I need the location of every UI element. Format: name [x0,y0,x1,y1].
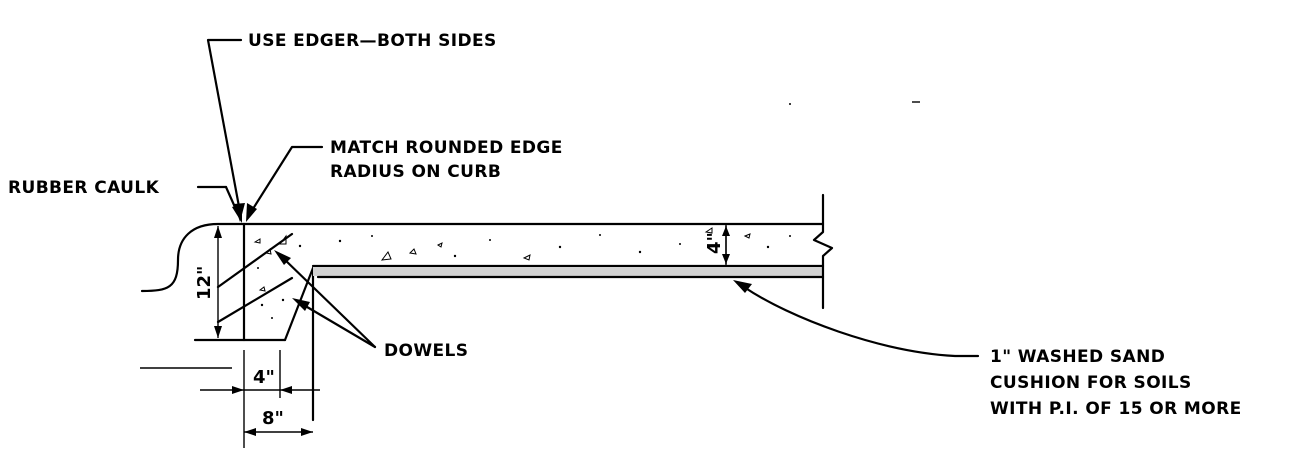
leader-rubber-caulk [196,185,242,223]
dowel-lower [216,276,294,324]
break-line [812,193,834,310]
label-match-edge-line1: MATCH ROUNDED EDGE [330,138,563,158]
stray-dot [789,103,791,105]
label-match-edge-line2: RADIUS ON CURB [330,162,501,182]
dimension-slab-thickness [722,226,730,264]
dowel-upper [216,232,294,289]
dimension-curb-width [244,428,313,436]
leader-use-edger [206,38,245,222]
leader-match-edge [246,145,324,222]
dim-curb-width: 8" [262,408,284,429]
label-sand-line2: CUSHION FOR SOILS [990,373,1192,393]
dimension-curb-height [214,226,222,338]
label-rubber-caulk: RUBBER CAULK [8,178,160,198]
dimension-toe-width [140,350,320,448]
label-sand-line1: 1" WASHED SAND [990,347,1165,367]
label-use-edger: USE EDGER—BOTH SIDES [248,31,497,51]
sand-cushion-layer [313,267,823,276]
leader-dowels [274,250,377,349]
dim-toe-width: 4" [253,367,275,388]
dim-slab-thickness: 4" [704,232,725,254]
concrete-aggregate-hatching [253,227,791,319]
dim-curb-height: 12" [194,266,215,300]
leader-sand-cushion [733,280,980,358]
curb-rounded-profile [140,222,246,293]
label-sand-line3: WITH P.I. OF 15 OR MORE [990,399,1242,419]
label-dowels: DOWELS [384,341,468,361]
